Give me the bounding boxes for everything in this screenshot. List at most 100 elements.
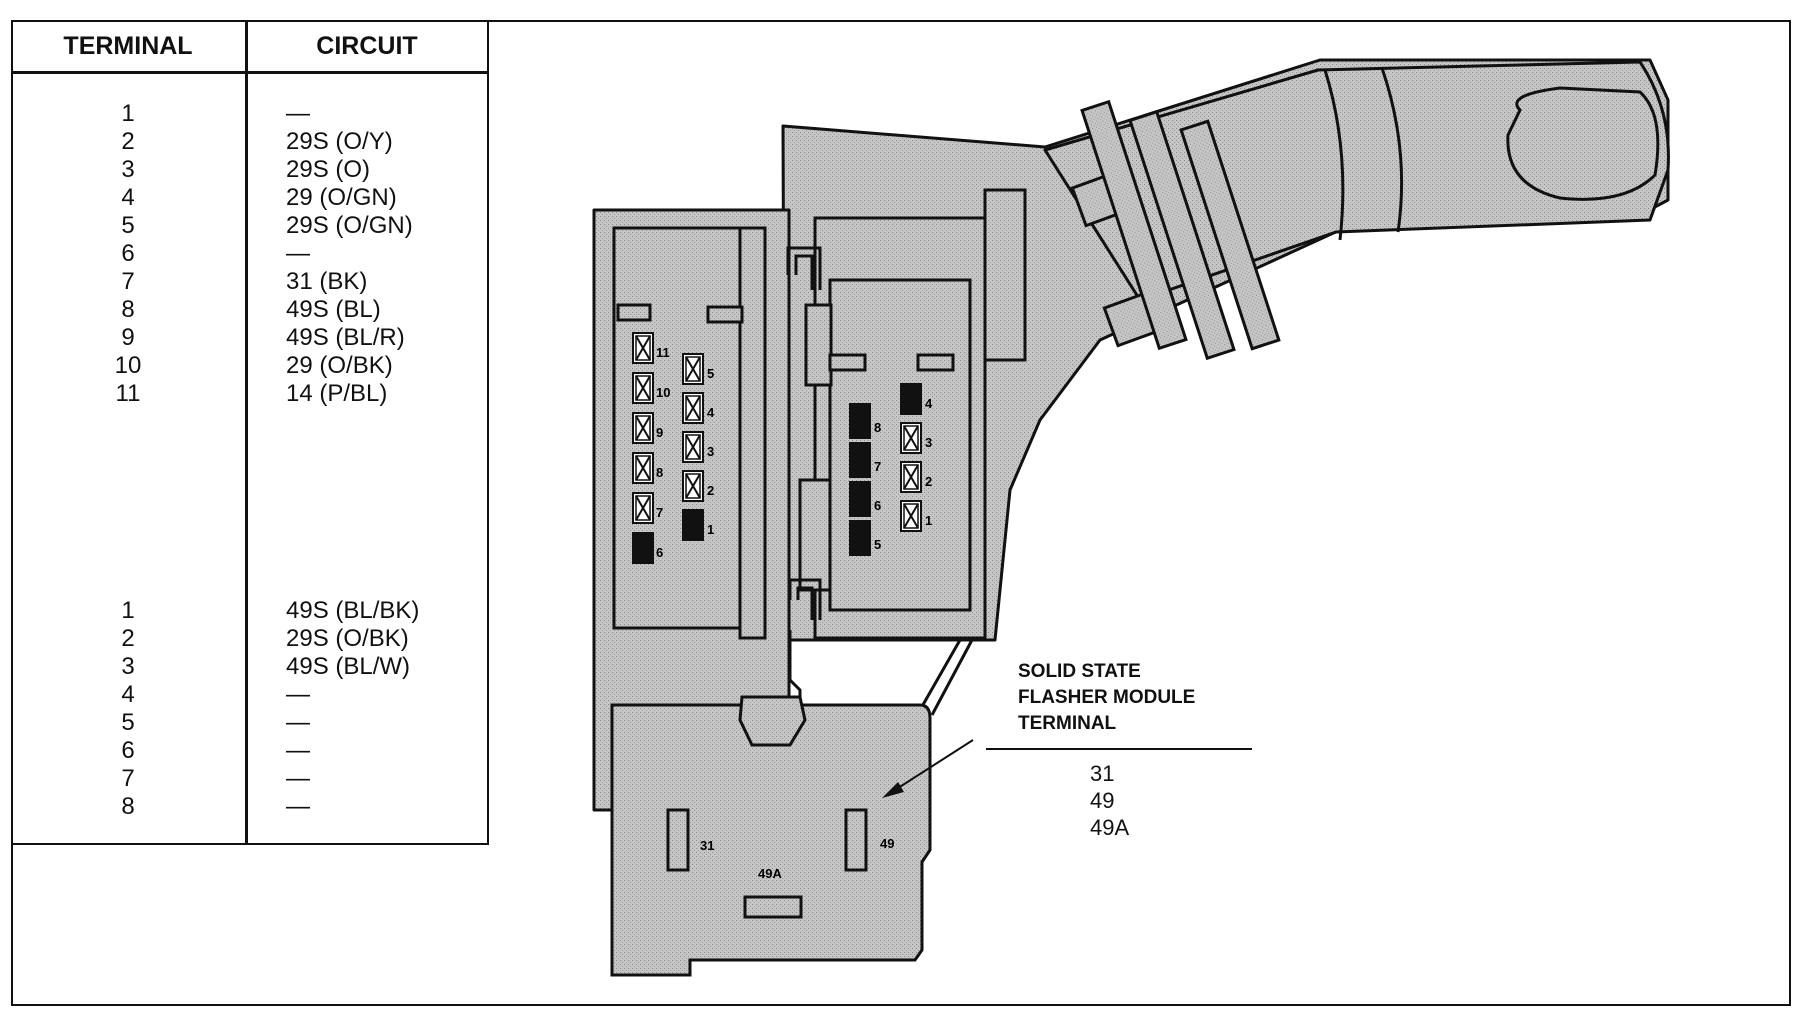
pin-label: 8: [874, 420, 881, 435]
pin-crossed: 10: [632, 372, 670, 404]
table-row: 5—: [11, 709, 487, 737]
pin-crossed: 2: [682, 470, 714, 502]
pin-31-label: 31: [700, 838, 714, 853]
circuit-cell: 29S (O/Y): [286, 128, 393, 155]
pin-31-slot: [666, 808, 690, 872]
pin-crossed: 9: [632, 412, 663, 444]
circuit-cell: —: [286, 765, 310, 792]
table-row: 7 31 (BK): [11, 268, 487, 296]
table-row: 1—: [11, 100, 487, 128]
terminal-cell: 4: [121, 681, 135, 708]
table-row: 2 29S (O/BK): [11, 625, 487, 653]
terminal-cell: 2: [121, 625, 135, 652]
pin-label: 4: [707, 405, 715, 420]
circuit-cell: 31 (BK): [286, 268, 368, 295]
pin-crossed: 4: [682, 392, 715, 424]
pin-label: 7: [874, 459, 881, 474]
flasher-plug: [738, 695, 807, 747]
circuit-cell: 49S (BL): [286, 296, 381, 323]
terminal-cell: 4: [121, 184, 135, 211]
circuit-cell: 49S (BL/R): [286, 324, 405, 351]
flasher-module: [610, 695, 932, 977]
callout-title-line-1: SOLID STATE: [1018, 661, 1141, 682]
terminal-cell: 8: [121, 296, 135, 323]
terminal-cell: 7: [121, 268, 135, 295]
circuit-cell: 29 (O/BK): [286, 352, 393, 379]
circuit-cell: 29S (O): [286, 156, 371, 183]
pin-solid: 8: [849, 403, 881, 439]
table-row: 8—: [11, 793, 487, 821]
terminal-cell: 3: [121, 156, 135, 183]
stalk-details: [1070, 67, 1660, 348]
terminal-cell: 9: [121, 324, 135, 351]
pin-crossed: 3: [900, 422, 932, 454]
pin-crossed: 7: [632, 492, 663, 524]
pin-label: 9: [656, 425, 663, 440]
callout-value-49a: 49A: [1090, 815, 1130, 840]
callout-value-31: 31: [1090, 761, 1115, 786]
pin-label: 5: [874, 537, 881, 552]
pin-label: 3: [707, 444, 714, 459]
circuit-cell: —: [286, 681, 310, 708]
terminal-cell: 10: [114, 352, 142, 379]
terminal-cell: 3: [121, 653, 135, 680]
table-row: 10 29 (O/BK): [11, 352, 487, 380]
circuit-header: CIRCUIT: [316, 32, 418, 60]
table-row: 3 49S (BL/W): [11, 653, 487, 681]
pin-solid: 7: [849, 442, 881, 478]
table-column-divider: [245, 20, 248, 843]
callout-title-line-2: FLASHER MODULE: [1018, 687, 1196, 708]
pin-solid: 4: [900, 383, 933, 415]
circuit-cell: 29S (O/GN): [286, 212, 413, 239]
pin-label: 1: [707, 522, 714, 537]
pin-label: 2: [925, 474, 932, 489]
table-row: 9 49S (BL/R): [11, 324, 487, 352]
pin-label: 1: [925, 513, 932, 528]
pin-label: 7: [656, 505, 663, 520]
terminal-cell: 6: [121, 240, 135, 267]
table-row: 4—: [11, 681, 487, 709]
pin-label: 3: [925, 435, 932, 450]
pin-crossed: 2: [900, 461, 932, 493]
pin-crossed: 1: [900, 500, 932, 532]
circuit-cell: 49S (BL/W): [286, 653, 411, 680]
pin-solid: 5: [849, 520, 881, 556]
circuit-cell: —: [286, 793, 310, 820]
table-row: 6—: [11, 737, 487, 765]
circuit-cell: 29S (O/BK): [286, 625, 409, 652]
pin-label: 5: [707, 366, 714, 381]
pin-solid: 6: [632, 532, 663, 564]
pin-solid: 6: [849, 481, 881, 517]
pin-49-slot: [844, 808, 868, 872]
pin-crossed: 11: [632, 332, 670, 364]
circuit-cell: —: [286, 240, 310, 267]
table-row: 11 14 (P/BL): [11, 380, 487, 408]
pin-label: 6: [656, 545, 663, 560]
diagram-frame: [11, 20, 1791, 1006]
terminal-cell: 5: [121, 709, 135, 736]
terminal-cell: 1: [121, 100, 135, 127]
terminal-cell: 6: [121, 737, 135, 764]
pin-label: 11: [656, 345, 670, 360]
callout-values: 31 49 49A: [1090, 760, 1129, 841]
table-row: 7—: [11, 765, 487, 793]
table-row: 8 49S (BL): [11, 296, 487, 324]
circuit-cell: 14 (P/BL): [286, 380, 388, 407]
pin-49a-label: 49A: [758, 866, 782, 881]
terminal-cell: 8: [121, 793, 135, 820]
terminal-cell: 11: [115, 380, 141, 407]
pin-49-label: 49: [880, 836, 894, 851]
table-row: 6—: [11, 240, 487, 268]
callout-title-line-3: TERMINAL: [1018, 713, 1117, 734]
callout-value-49: 49: [1090, 788, 1115, 813]
callout-underline: [986, 748, 1252, 750]
terminal-cell: 7: [121, 765, 135, 792]
